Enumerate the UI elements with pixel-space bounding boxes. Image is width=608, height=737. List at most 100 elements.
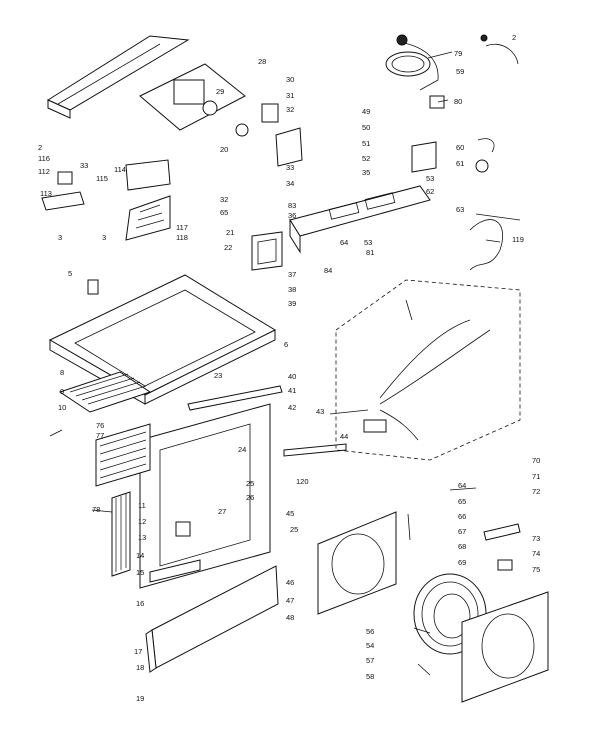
timer-plate-28 xyxy=(139,63,246,131)
part-label: 46 xyxy=(286,578,294,587)
part-label: 37 xyxy=(288,270,296,279)
part-label: 52 xyxy=(362,154,370,163)
part-label: 26 xyxy=(246,493,254,502)
part-label: 27 xyxy=(218,507,226,516)
part-label: 11 xyxy=(138,501,146,510)
part-label: 28 xyxy=(258,57,266,66)
part-label: 43 xyxy=(316,407,324,416)
part-label: 18 xyxy=(136,663,144,672)
part-label: 50 xyxy=(362,123,370,132)
part-label: 10 xyxy=(58,403,66,412)
control-console-83 xyxy=(289,185,431,254)
connector-80 xyxy=(429,95,445,109)
part-label: 35 xyxy=(362,168,370,177)
sheet-114 xyxy=(125,159,171,191)
part-label: 3 xyxy=(102,233,106,242)
part-label: 32 xyxy=(286,105,294,114)
part-label: 45 xyxy=(286,509,294,518)
part-label: 17 xyxy=(134,647,142,656)
part-label: 83 xyxy=(288,201,296,210)
part-label: 47 xyxy=(286,596,294,605)
part-label: 68 xyxy=(458,542,466,551)
part-label: 57 xyxy=(366,656,374,665)
part-label: 13 xyxy=(138,533,146,542)
part-label: 58 xyxy=(366,672,374,681)
clip-112 xyxy=(57,171,73,185)
frame-21 xyxy=(251,231,283,271)
part-label: 44 xyxy=(340,432,348,441)
part-label: 75 xyxy=(532,565,540,574)
hinge-71 xyxy=(483,523,521,541)
power-cord-79 xyxy=(385,34,439,91)
part-label: 112 xyxy=(38,167,50,176)
vent-grille-76 xyxy=(95,423,151,487)
part-label: 48 xyxy=(286,613,294,622)
part-label: 115 xyxy=(96,174,108,183)
part-label: 38 xyxy=(288,285,296,294)
part-label: 114 xyxy=(114,165,126,174)
bracket-33 xyxy=(275,127,303,167)
part-label: 21 xyxy=(226,228,234,237)
knob-20 xyxy=(235,123,249,137)
strip-120 xyxy=(283,443,347,457)
part-label: 41 xyxy=(288,386,296,395)
part-label: 116 xyxy=(38,154,50,163)
part-label: 16 xyxy=(136,599,144,608)
bracket-12 xyxy=(175,521,191,537)
part-label: 40 xyxy=(288,372,296,381)
part-label: 19 xyxy=(136,694,144,703)
latch-74 xyxy=(497,559,513,571)
filter-9 xyxy=(58,371,152,413)
part-label: 66 xyxy=(458,512,466,521)
part-label: 64 xyxy=(458,481,466,490)
harness-callout xyxy=(335,279,521,461)
part-label: 25 xyxy=(246,479,254,488)
switch-30 xyxy=(261,103,279,123)
part-label: 62 xyxy=(426,187,434,196)
part-label: 29 xyxy=(216,87,224,96)
part-label: 34 xyxy=(286,179,294,188)
part-label: 72 xyxy=(532,487,540,496)
part-label: 71 xyxy=(532,472,540,481)
front-frame-42 xyxy=(139,403,271,589)
bracket-5 xyxy=(87,279,99,295)
part-label: 9 xyxy=(60,387,64,396)
part-label: 31 xyxy=(286,91,294,100)
grommet-60-61 xyxy=(475,138,495,173)
part-label: 80 xyxy=(454,97,462,106)
part-label: 39 xyxy=(288,299,296,308)
kick-panel-17 xyxy=(145,565,279,673)
bar-15 xyxy=(149,559,201,583)
part-label: 76 xyxy=(96,421,104,430)
side-grille-78 xyxy=(111,491,131,577)
part-label: 12 xyxy=(138,517,146,526)
front-bulkhead-45 xyxy=(317,511,397,615)
part-label: 53 xyxy=(364,238,372,247)
part-label: 60 xyxy=(456,143,464,152)
part-label: 81 xyxy=(366,248,374,257)
part-label: 65 xyxy=(458,497,466,506)
part-label: 30 xyxy=(286,75,294,84)
part-label: 84 xyxy=(324,266,332,275)
part-label: 79 xyxy=(454,49,462,58)
part-label: 42 xyxy=(288,403,296,412)
part-label: 2 xyxy=(38,143,42,152)
part-label: 2 xyxy=(512,33,516,42)
part-label: 32 xyxy=(220,195,228,204)
part-label: 77 xyxy=(96,431,104,440)
part-label: 51 xyxy=(362,139,370,148)
part-label: 73 xyxy=(532,534,540,543)
leader-lines xyxy=(49,51,501,676)
part-label: 8 xyxy=(60,368,64,377)
bracket-113 xyxy=(41,191,85,211)
part-label: 78 xyxy=(92,505,100,514)
part-label: 33 xyxy=(80,161,88,170)
shield-117 xyxy=(125,195,171,241)
part-label: 14 xyxy=(136,551,144,560)
part-label: 15 xyxy=(136,568,144,577)
part-label: 3 xyxy=(58,233,62,242)
part-label: 36 xyxy=(288,211,296,220)
part-label: 118 xyxy=(176,233,188,242)
part-label: 117 xyxy=(176,223,188,232)
top-cover-panel xyxy=(46,35,190,119)
